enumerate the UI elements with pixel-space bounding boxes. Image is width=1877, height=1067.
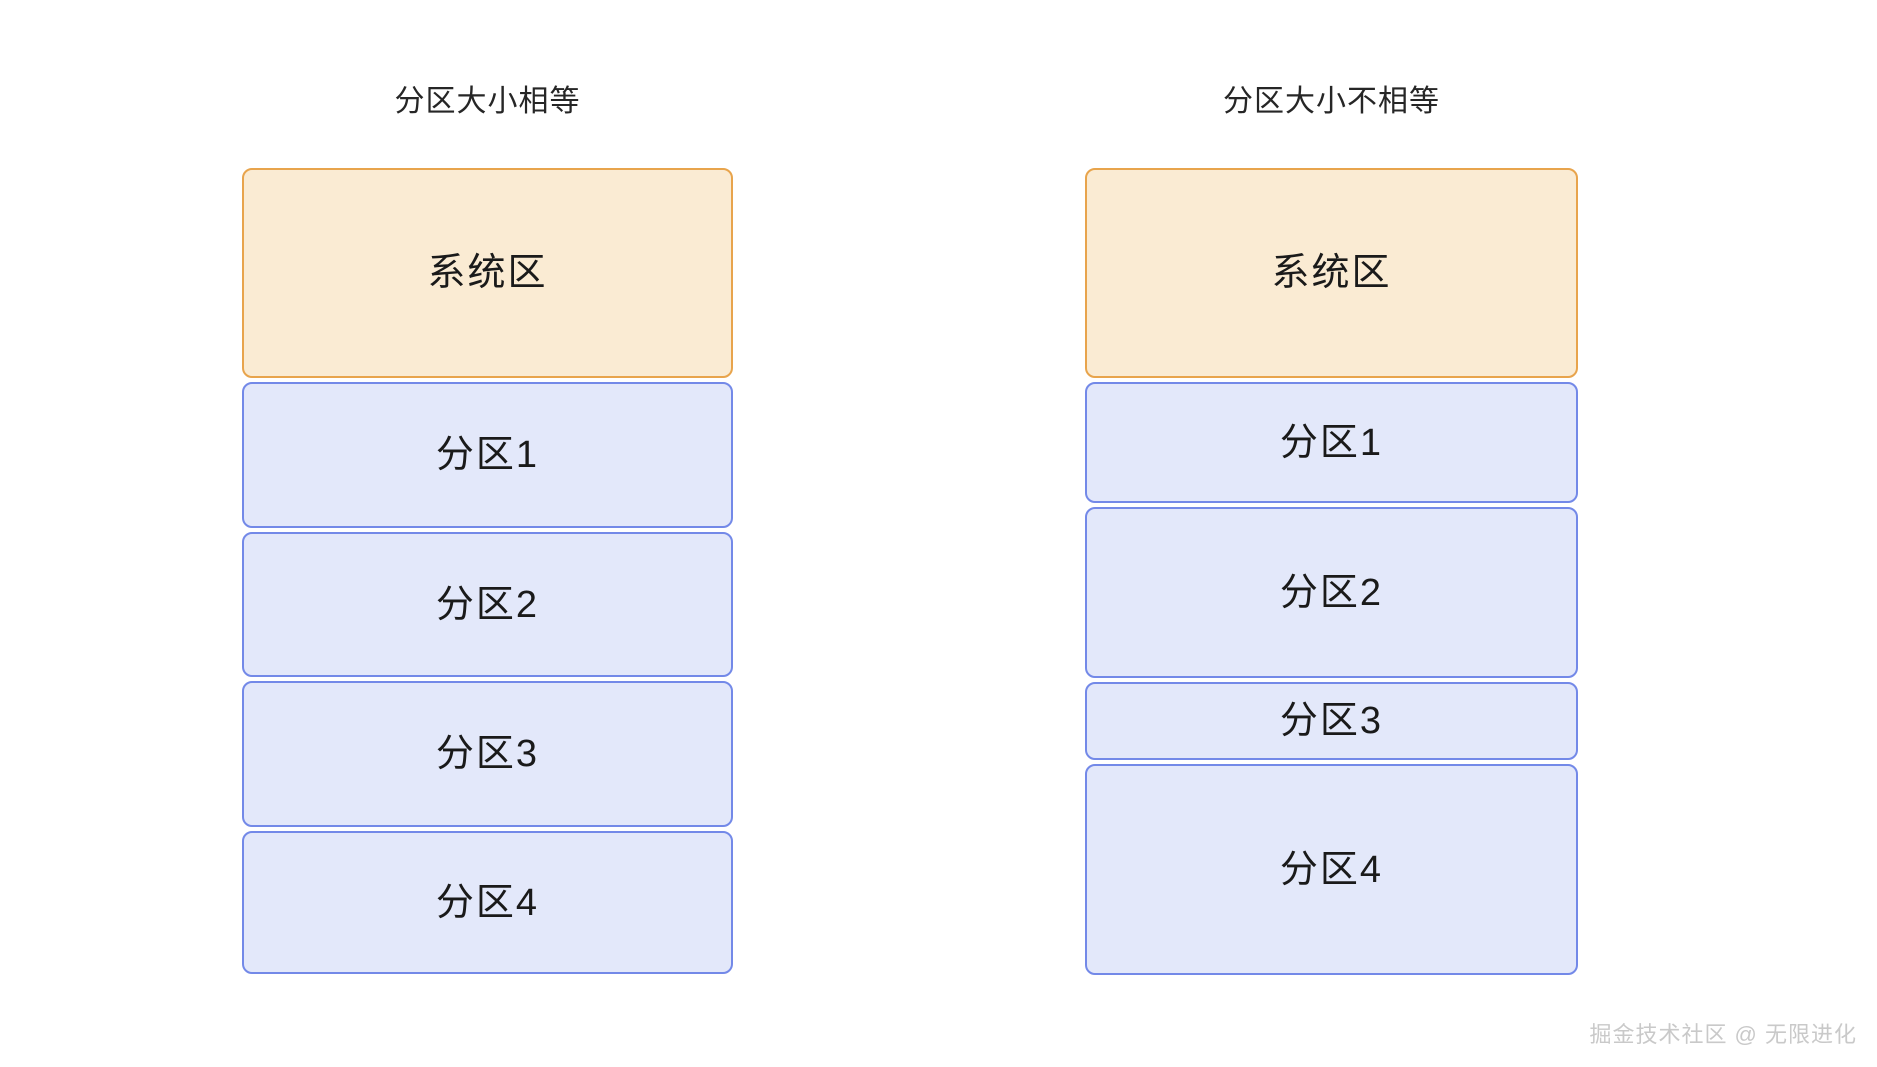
right-block-partition-4: 分区4 xyxy=(1085,764,1578,975)
right-block-system-area-label: 系统区 xyxy=(1271,252,1392,294)
right-block-partition-2-label: 分区2 xyxy=(1279,571,1384,614)
left-column-title: 分区大小相等 xyxy=(394,85,581,118)
left-block-system-area: 系统区 xyxy=(242,168,733,378)
left-block-partition-3-label: 分区3 xyxy=(435,733,540,775)
right-block-partition-1: 分区1 xyxy=(1085,382,1578,503)
left-block-partition-4: 分区4 xyxy=(242,831,733,974)
right-block-partition-2: 分区2 xyxy=(1085,507,1578,678)
right-block-partition-1-label: 分区1 xyxy=(1279,421,1384,464)
left-block-partition-2-label: 分区2 xyxy=(435,583,540,626)
left-block-partition-1: 分区1 xyxy=(242,382,733,528)
right-block-partition-3: 分区3 xyxy=(1085,682,1578,760)
left-block-system-area-label: 系统区 xyxy=(427,252,548,294)
left-block-partition-2: 分区2 xyxy=(242,532,733,677)
left-block-partition-4-label: 分区4 xyxy=(435,881,540,924)
right-block-system-area: 系统区 xyxy=(1085,168,1578,378)
watermark-credit: 掘金技术社区 @ 无限进化 xyxy=(1589,1022,1857,1047)
right-block-partition-4-label: 分区4 xyxy=(1279,848,1384,891)
left-block-partition-3: 分区3 xyxy=(242,681,733,827)
left-block-partition-1-label: 分区1 xyxy=(435,434,540,476)
right-column-title: 分区大小不相等 xyxy=(1223,85,1440,118)
right-block-partition-3-label: 分区3 xyxy=(1279,700,1384,742)
